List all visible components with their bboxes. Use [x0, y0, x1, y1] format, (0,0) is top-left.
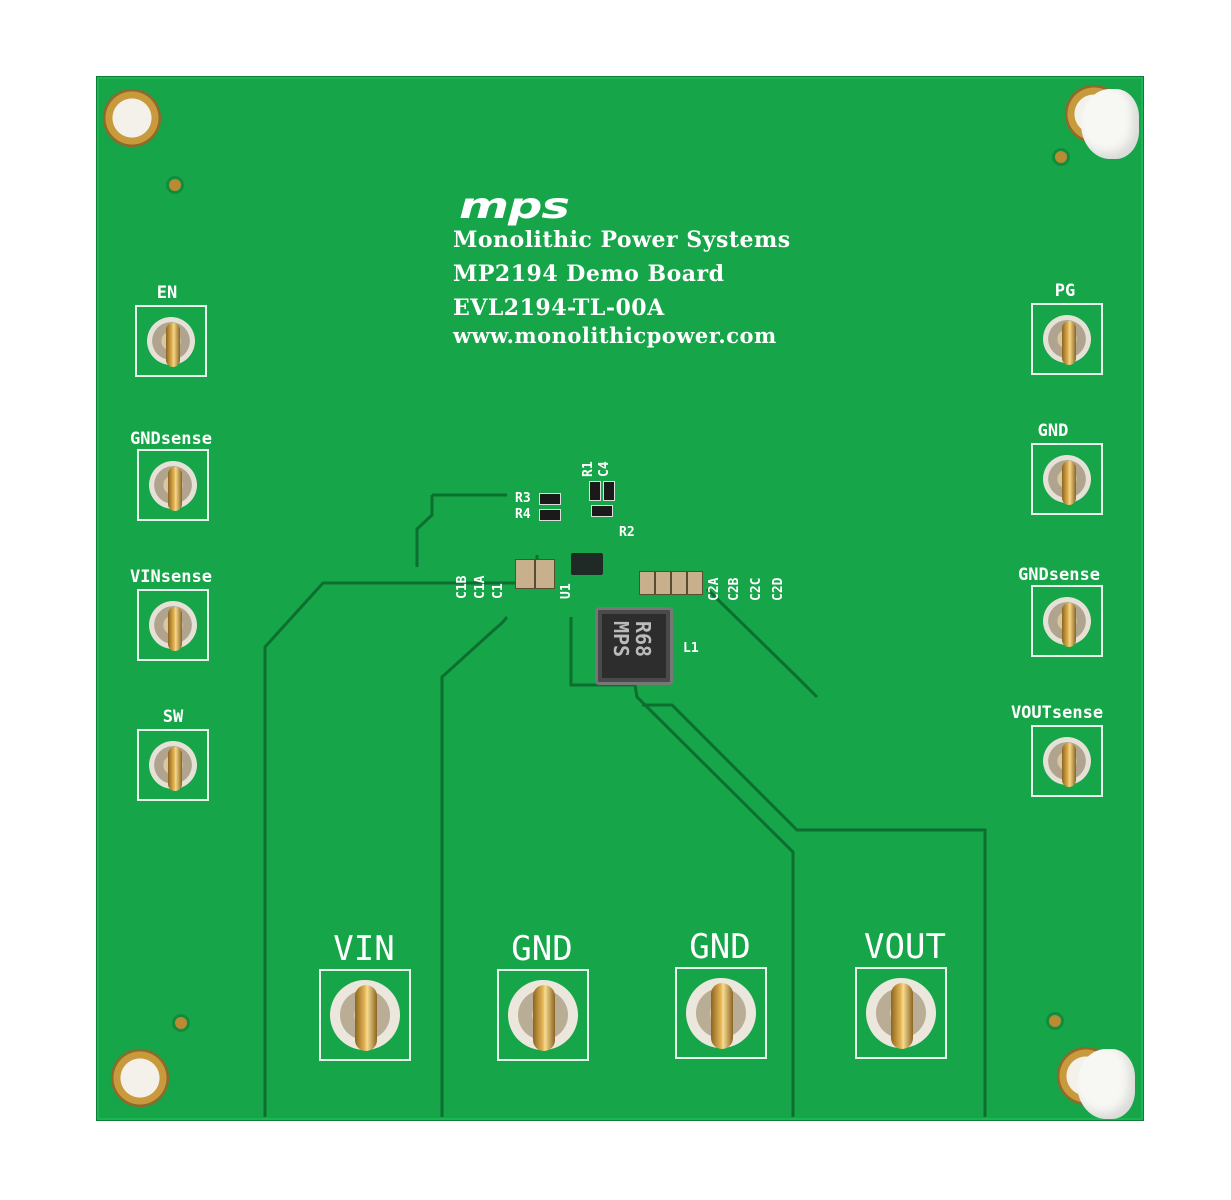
inductor-l1 [595, 607, 673, 685]
mounting-hole-top-left [101, 87, 163, 149]
label-u1: U1 [559, 583, 574, 599]
pcb-board: mps Monolithic Power Systems MP2194 Demo… [96, 76, 1144, 1121]
tp-label-vinsense: VINsense [130, 567, 212, 587]
test-point-gnd-right[interactable] [1031, 443, 1103, 515]
board-info-line-1: Monolithic Power Systems [453, 227, 791, 253]
test-point-pg[interactable] [1031, 303, 1103, 375]
terminal-vout[interactable] [855, 967, 947, 1059]
test-point-voutsense[interactable] [1031, 725, 1103, 797]
terminal-label-vout: VOUT [864, 927, 946, 967]
board-info-line-2: MP2194 Demo Board [453, 261, 725, 287]
test-point-vinsense[interactable] [137, 589, 209, 661]
label-c1b: C1B [455, 575, 470, 599]
nylon-standoff-bottom-right [1077, 1049, 1135, 1119]
tp-label-gndsense-left: GNDsense [130, 429, 212, 449]
capacitor-c2c [671, 571, 687, 595]
terminal-label-gnd-1: GND [511, 929, 573, 969]
nylon-standoff-top-right [1081, 89, 1139, 159]
resistor-r1 [589, 481, 601, 501]
capacitor-c1b [535, 559, 555, 589]
label-l1: L1 [683, 641, 699, 656]
label-r3: R3 [515, 491, 531, 506]
tp-label-gndsense-right: GNDsense [1018, 565, 1100, 585]
label-c2c: C2C [749, 577, 764, 601]
tp-label-en: EN [156, 283, 178, 303]
mps-logo: mps [459, 185, 570, 227]
ic-u1 [571, 553, 603, 575]
via [1055, 151, 1067, 163]
label-c2a: C2A [707, 577, 722, 601]
inductor-marking: R68 MPS [609, 620, 655, 658]
tp-label-gnd-right: GND [1037, 421, 1069, 441]
board-info-line-3: EVL2194-TL-00A [453, 295, 665, 321]
tp-label-pg: PG [1054, 281, 1076, 301]
resistor-r3 [539, 493, 561, 505]
terminal-gnd-2[interactable] [675, 967, 767, 1059]
label-c2b: C2B [727, 577, 742, 601]
test-point-gndsense-left[interactable] [137, 449, 209, 521]
label-c4: C4 [597, 461, 612, 477]
via [175, 1017, 187, 1029]
tp-label-voutsense: VOUTsense [1010, 703, 1104, 723]
terminal-gnd-1[interactable] [497, 969, 589, 1061]
label-r4: R4 [515, 507, 531, 522]
via [1049, 1015, 1061, 1027]
terminal-label-vin: VIN [333, 929, 395, 969]
capacitor-c2b [655, 571, 671, 595]
label-c1a: C1A [473, 575, 488, 599]
capacitor-c2a [639, 571, 655, 595]
label-r1: R1 [581, 461, 596, 477]
label-c2d: C2D [771, 577, 786, 601]
tp-label-sw: SW [162, 707, 184, 727]
label-r2: R2 [619, 525, 635, 540]
test-point-sw[interactable] [137, 729, 209, 801]
terminal-vin[interactable] [319, 969, 411, 1061]
capacitor-c4 [603, 481, 615, 501]
via [169, 179, 181, 191]
resistor-r4 [539, 509, 561, 521]
label-c1: C1 [491, 583, 506, 599]
board-info-line-4: www.monolithicpower.com [453, 323, 777, 348]
terminal-label-gnd-2: GND [689, 927, 751, 967]
capacitor-c2d [687, 571, 703, 595]
mounting-hole-bottom-left [109, 1047, 171, 1109]
test-point-gndsense-right[interactable] [1031, 585, 1103, 657]
test-point-en[interactable] [135, 305, 207, 377]
capacitor-c1a [515, 559, 535, 589]
resistor-r2 [591, 505, 613, 517]
